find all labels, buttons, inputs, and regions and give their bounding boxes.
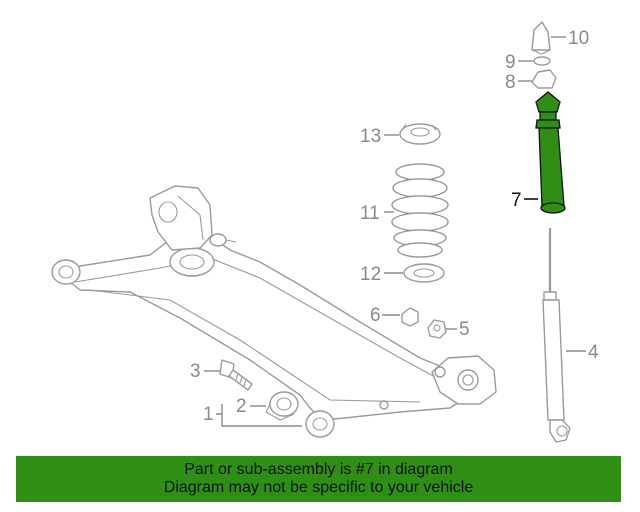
lower-seat-part xyxy=(403,263,445,283)
o-ring-part xyxy=(533,56,551,66)
callout-3[interactable]: 3 xyxy=(190,361,201,382)
shock-absorber-part xyxy=(542,228,571,443)
callout-13[interactable]: 13 xyxy=(360,126,381,147)
upper-insulator-part xyxy=(399,123,441,145)
callout-12[interactable]: 12 xyxy=(360,264,381,285)
nut-part xyxy=(427,319,447,339)
parts-diagram: 1 2 3 4 5 6 7 8 9 10 11 12 13 xyxy=(51,21,599,443)
info-banner: Part or sub-assembly is #7 in diagram Di… xyxy=(16,456,621,502)
callout-1[interactable]: 1 xyxy=(203,404,214,425)
callout-2[interactable]: 2 xyxy=(236,396,247,417)
callout-9[interactable]: 9 xyxy=(505,52,516,73)
dust-boot-highlighted xyxy=(535,91,566,214)
coil-spring-part xyxy=(391,163,449,258)
cap-part xyxy=(531,21,551,55)
bump-stop-part xyxy=(531,69,557,89)
callout-8[interactable]: 8 xyxy=(505,72,516,93)
leader-lines xyxy=(204,36,586,427)
callout-7[interactable]: 7 xyxy=(511,190,522,211)
callout-10[interactable]: 10 xyxy=(568,28,589,49)
callout-11[interactable]: 11 xyxy=(360,203,380,224)
callout-6[interactable]: 6 xyxy=(370,305,381,326)
nut-part-6 xyxy=(401,307,419,327)
banner-line-2: Diagram may not be specific to your vehi… xyxy=(163,479,474,496)
banner-line-1: Part or sub-assembly is #7 in diagram xyxy=(184,461,453,478)
axle-beam xyxy=(51,185,497,438)
bolt-part xyxy=(219,359,253,391)
callout-5[interactable]: 5 xyxy=(459,319,470,340)
bushing-part xyxy=(265,391,299,421)
callout-4[interactable]: 4 xyxy=(588,342,599,363)
